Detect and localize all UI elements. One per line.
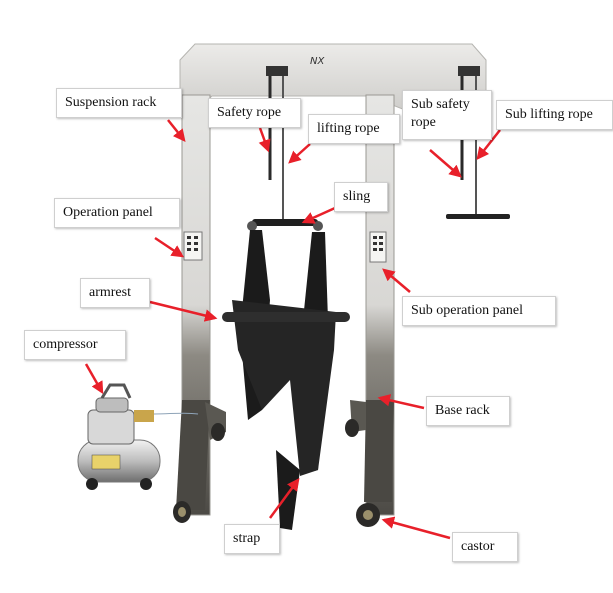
sling-bar [247, 219, 323, 231]
harness-vest [222, 230, 350, 530]
arrow-armrest [149, 300, 218, 322]
label-castor: castor [452, 532, 518, 562]
label-sub-lifting-rope: Sub lifting rope [496, 100, 613, 130]
arrow-base-rack [377, 394, 425, 410]
arrow-operation-panel [154, 236, 185, 258]
arrow-castor [381, 516, 451, 540]
label-base-rack: Base rack [426, 396, 510, 426]
operation-panel-device [183, 231, 203, 261]
label-lifting-rope: lifting rope [308, 114, 400, 144]
label-sub-safety-rope: Sub safety rope [402, 90, 492, 140]
label-suspension-rack: Suspension rack [56, 88, 182, 118]
compressor-device [77, 383, 199, 490]
arrow-suspension-rack [167, 119, 186, 142]
castor-wheels [173, 419, 380, 527]
arrow-safety-rope [258, 127, 271, 153]
arrow-sub-safety-rope [429, 149, 462, 178]
label-strap: strap [224, 524, 280, 554]
arrow-lifting-rope [288, 143, 311, 164]
label-operation-panel: Operation panel [54, 198, 180, 228]
arrow-sub-lifting-rope [476, 129, 501, 160]
arrow-compressor [84, 363, 104, 395]
arrow-strap [268, 477, 300, 519]
label-safety-rope: Safety rope [208, 98, 301, 128]
label-armrest: armrest [80, 278, 150, 308]
arrow-sling [301, 206, 336, 224]
brand-text: NX [310, 56, 325, 67]
sub-operation-panel-device [369, 231, 387, 263]
callout-arrows [84, 119, 501, 540]
label-compressor: compressor [24, 330, 126, 360]
label-sub-operation-panel: Sub operation panel [402, 296, 556, 326]
label-sling: sling [334, 182, 388, 212]
arrow-sub-operation-panel [382, 268, 411, 293]
